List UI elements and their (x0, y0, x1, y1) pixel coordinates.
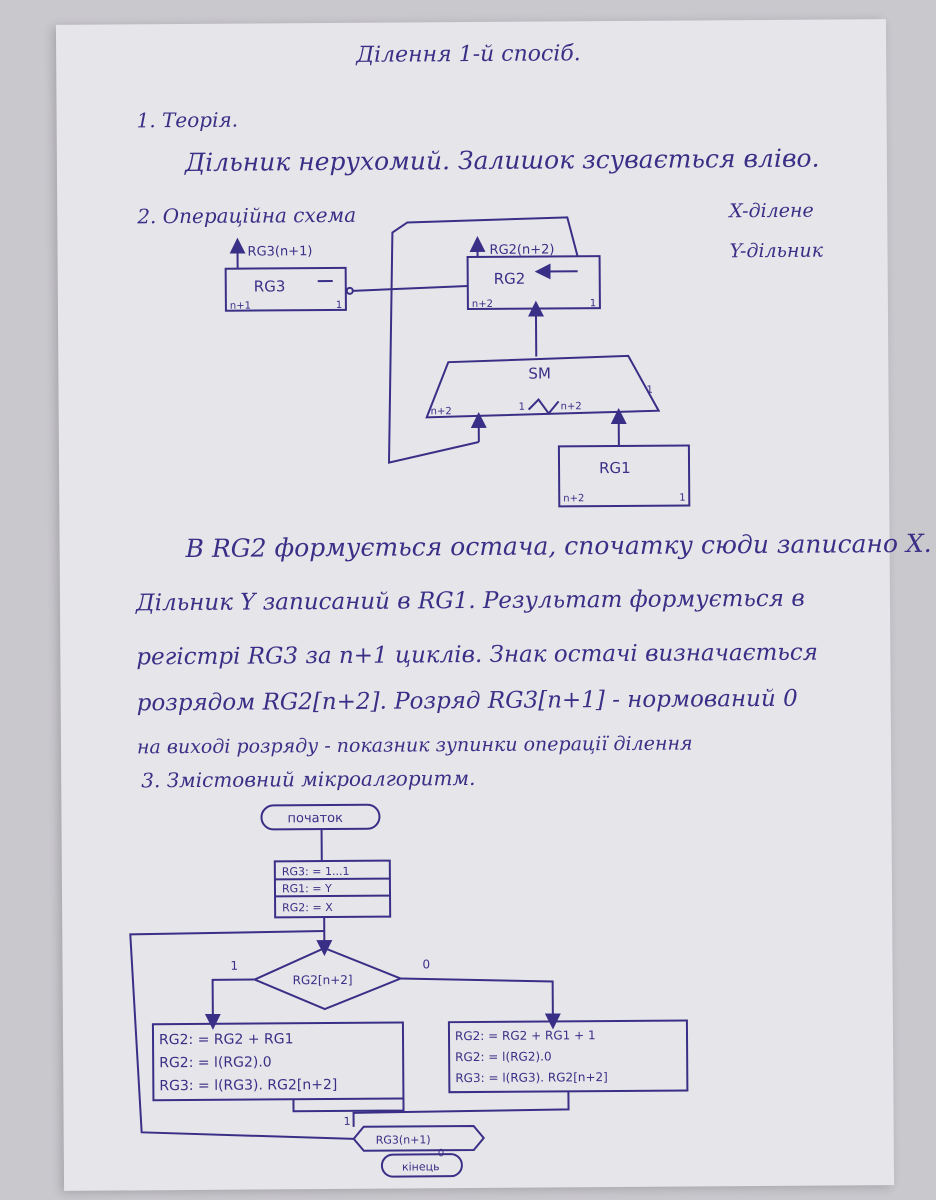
left-ops-block (151, 1021, 405, 1102)
sm-label: SM (528, 364, 551, 382)
init-line-3: RG2: = X (282, 901, 333, 914)
rg3-left-bit: n+1 (230, 301, 251, 312)
rg3-out-label: RG3(n+1) (247, 244, 312, 259)
rg1-right-bit: 1 (679, 493, 685, 504)
left-op-3: RG3: = l(RG3). RG2[n+2] (159, 1077, 337, 1094)
loop-exit-label: 0 (438, 1148, 444, 1159)
right-op-3: RG3: = l(RG3). RG2[n+2] (455, 1070, 608, 1085)
end-label: кінець (402, 1160, 440, 1173)
rg2-out-label: RG2(n+2) (489, 242, 554, 257)
init-line-1: RG3: = 1...1 (282, 865, 350, 878)
left-op-2: RG2: = l(RG2).0 (159, 1054, 272, 1071)
init-block (273, 859, 392, 919)
right-op-1: RG2: = RG2 + RG1 + 1 (455, 1028, 596, 1043)
rg1-left-bit: n+2 (563, 493, 584, 504)
loop-condition-label: RG3(n+1) (376, 1133, 431, 1146)
rg3-register (224, 266, 347, 312)
start-label: початок (287, 811, 343, 826)
sm-adder (425, 354, 661, 419)
condition-label: RG2[n+2] (293, 973, 353, 987)
sm-right-bit: 1 (646, 385, 652, 396)
branch-false-label: 0 (422, 957, 430, 971)
microalgorithm-flowchart: початок RG3: = 1...1 RG1: = Y RG2: = X R… (129, 803, 689, 1178)
sm-left-bit: n+2 (431, 406, 452, 417)
branch-true-label: 1 (230, 959, 238, 973)
rg1-register (557, 444, 691, 508)
loop-branch-label: 1 (344, 1115, 351, 1128)
rg2-right-bit: 1 (590, 298, 596, 309)
sm-mid-bit-b: n+2 (561, 401, 582, 412)
paper-sheet: Ділення 1-й спосіб. 1. Теорія. Дільник н… (55, 19, 932, 1191)
rg3-label: RG3 (254, 277, 286, 295)
rg1-label: RG1 (599, 459, 631, 477)
left-op-1: RG2: = RG2 + RG1 (159, 1031, 294, 1048)
init-line-2: RG1: = Y (282, 882, 332, 895)
rg2-label: RG2 (494, 270, 526, 288)
operational-scheme-diagram: RG3(n+1) RG3 n+1 1 RG2(n+2) RG2 n+2 1 SM… (224, 216, 691, 508)
right-op-2: RG2: = l(RG2).0 (455, 1049, 552, 1064)
end-terminator (380, 1153, 463, 1178)
rg3-right-bit: 1 (336, 300, 342, 311)
sm-mid-bit-a: 1 (519, 402, 525, 413)
rg2-left-bit: n+2 (472, 299, 493, 310)
